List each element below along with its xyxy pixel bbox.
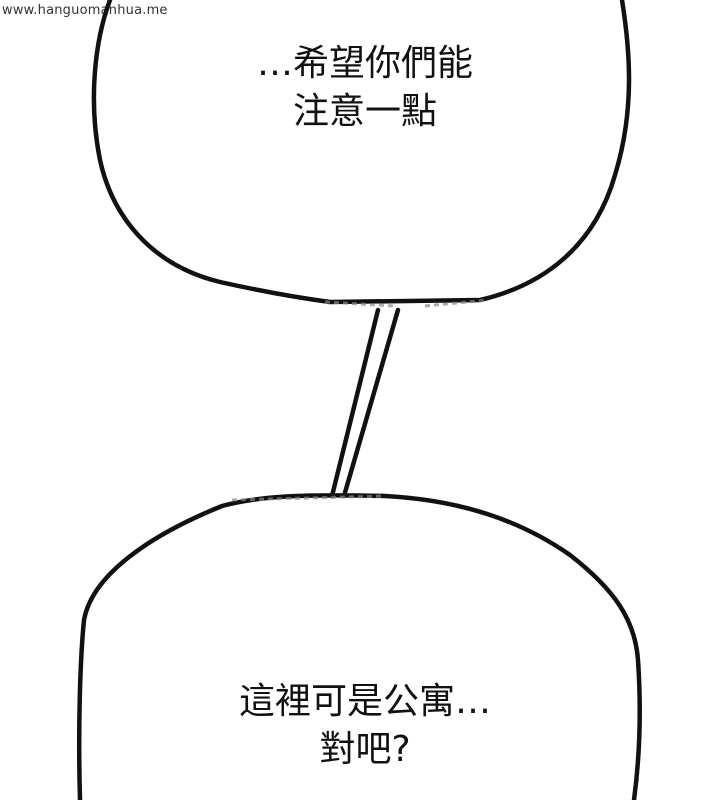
top-bubble-smudge — [324, 298, 489, 308]
bottom-bubble-smudge — [231, 494, 386, 502]
bubble-connector-right — [341, 307, 401, 499]
top-bubble-dialogue: …希望你們能 注意一點 — [200, 40, 530, 136]
top-bubble-line-1: …希望你們能 — [256, 43, 473, 84]
bottom-speech-bubble — [76, 493, 642, 800]
bottom-bubble-dialogue: 這裡可是公寓… 對吧? — [200, 678, 530, 774]
top-bubble-line-2: 注意一點 — [292, 91, 437, 132]
bottom-bubble-line-2: 對吧? — [319, 729, 411, 770]
bottom-bubble-line-1: 這裡可是公寓… — [238, 681, 491, 722]
bubble-connector-left — [329, 307, 381, 499]
watermark-text: www.hanguomanhua.me — [2, 3, 168, 18]
top-speech-bubble — [91, 0, 632, 305]
